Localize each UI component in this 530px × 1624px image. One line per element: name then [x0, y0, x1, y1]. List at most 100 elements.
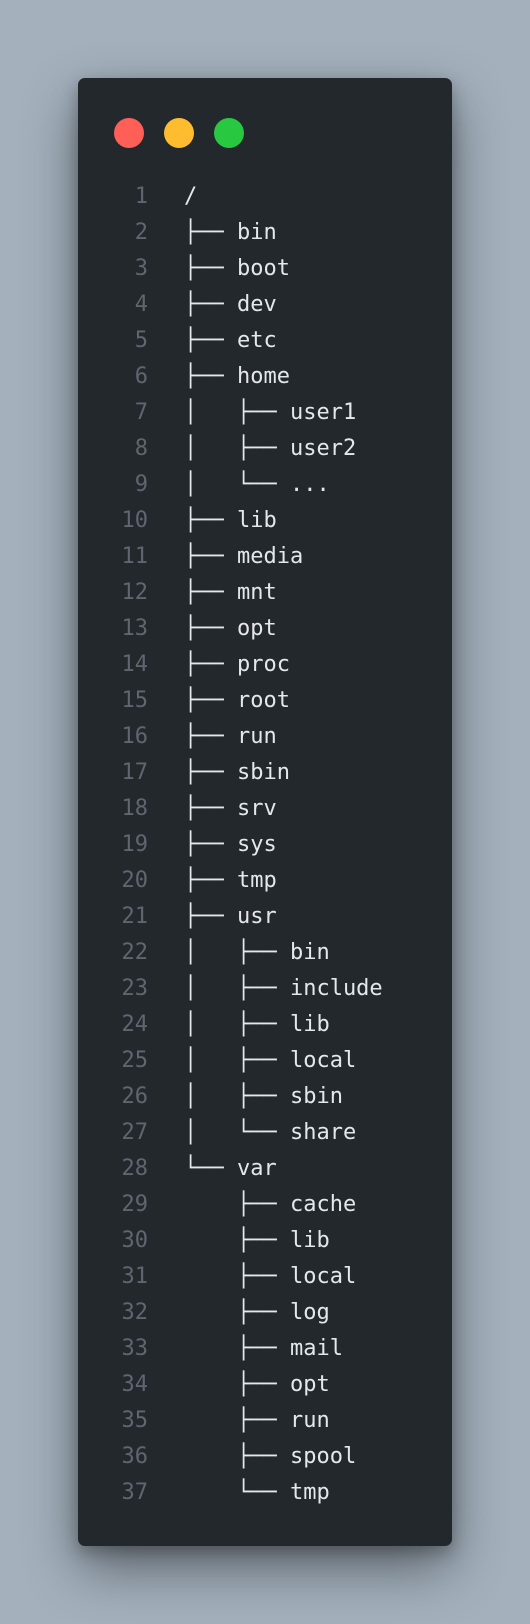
line-text: ├── cache [184, 1192, 357, 1217]
line-number: 24 [121, 1012, 149, 1037]
line-number: 14 [121, 652, 149, 677]
line-text: ├── root [184, 688, 290, 713]
code-line: 16 ├── run [78, 719, 452, 755]
minimize-button[interactable] [164, 118, 194, 148]
line-number: 16 [121, 724, 149, 749]
line-text: └── var [184, 1156, 277, 1181]
code-line: 29 ├── cache [78, 1187, 452, 1223]
code-line: 9 │ └── ... [78, 467, 452, 503]
code-line: 6 ├── home [78, 359, 452, 395]
line-text: ├── lib [184, 508, 277, 533]
line-number: 32 [121, 1300, 149, 1325]
code-line: 14 ├── proc [78, 647, 452, 683]
code-line: 23 │ ├── include [78, 971, 452, 1007]
code-line: 32 ├── log [78, 1295, 452, 1331]
code-line: 7 │ ├── user1 [78, 395, 452, 431]
line-number: 34 [121, 1372, 149, 1397]
code-line: 26 │ ├── sbin [78, 1079, 452, 1115]
line-number: 30 [121, 1228, 149, 1253]
line-number: 9 [134, 472, 148, 497]
code-line: 13 ├── opt [78, 611, 452, 647]
line-number: 37 [121, 1480, 149, 1505]
line-number: 3 [134, 256, 148, 281]
line-text: ├── tmp [184, 868, 277, 893]
line-number: 5 [134, 328, 148, 353]
code-line: 20 ├── tmp [78, 863, 452, 899]
line-text: │ ├── local [184, 1048, 357, 1073]
line-text: ├── boot [184, 256, 290, 281]
line-text: ├── proc [184, 652, 290, 677]
line-text: ├── srv [184, 796, 277, 821]
line-text: ├── opt [184, 1372, 330, 1397]
line-number: 17 [121, 760, 149, 785]
line-text: ├── log [184, 1300, 330, 1325]
line-number: 29 [121, 1192, 149, 1217]
line-number: 1 [134, 184, 148, 209]
line-number: 28 [121, 1156, 149, 1181]
line-text: ├── local [184, 1264, 357, 1289]
code-line: 2 ├── bin [78, 215, 452, 251]
line-text: │ ├── include [184, 976, 383, 1001]
line-text: ├── sbin [184, 760, 290, 785]
line-number: 13 [121, 616, 149, 641]
close-button[interactable] [114, 118, 144, 148]
code-window: 1/2 ├── bin 3 ├── boot 4├── dev 5 ├── etc 6 ├── … [78, 78, 452, 1546]
line-number: 15 [121, 688, 149, 713]
line-text: │ └── ... [184, 472, 330, 497]
line-number: 23 [121, 976, 149, 1001]
maximize-button[interactable] [214, 118, 244, 148]
line-number: 25 [121, 1048, 149, 1073]
window-controls [114, 118, 244, 148]
line-text: │ ├── lib [184, 1012, 330, 1037]
code-line: 27│ └── share [78, 1115, 452, 1151]
line-number: 26 [121, 1084, 149, 1109]
line-number: 19 [121, 832, 149, 857]
code-line: 36 ├── spool [78, 1439, 452, 1475]
line-text: ├── lib [184, 1228, 330, 1253]
line-number: 11 [121, 544, 149, 569]
code-line: 3 ├── boot [78, 251, 452, 287]
code-line: 17 ├── sbin [78, 755, 452, 791]
code-line: 31 ├── local [78, 1259, 452, 1295]
line-number: 2 [134, 220, 148, 245]
line-text: ├── spool [184, 1444, 357, 1469]
line-number: 6 [134, 364, 148, 389]
code-line: 19 ├── sys [78, 827, 452, 863]
code-block[interactable]: 1/2 ├── bin 3 ├── boot 4├── dev 5 ├── etc 6 ├── … [78, 179, 452, 1511]
code-line: 5 ├── etc [78, 323, 452, 359]
line-number: 36 [121, 1444, 149, 1469]
code-line: 4├── dev [78, 287, 452, 323]
code-line: 37 └── tmp [78, 1475, 452, 1511]
line-text: │ ├── bin [184, 940, 330, 965]
line-number: 10 [121, 508, 149, 533]
line-text: ├── opt [184, 616, 277, 641]
line-text: ├── bin [184, 220, 277, 245]
line-text: │ ├── user1 [184, 400, 357, 425]
code-line: 22│ ├── bin [78, 935, 452, 971]
line-text: └── tmp [184, 1480, 330, 1505]
line-text: ├── media [184, 544, 304, 569]
line-text: │ ├── sbin [184, 1084, 343, 1109]
code-line: 12 ├── mnt [78, 575, 452, 611]
line-number: 35 [121, 1408, 149, 1433]
line-number: 12 [121, 580, 149, 605]
code-line: 21├── usr [78, 899, 452, 935]
line-number: 20 [121, 868, 149, 893]
line-text: ├── sys [184, 832, 277, 857]
line-text: ├── etc [184, 328, 277, 353]
line-text: ├── home [184, 364, 290, 389]
code-line: 10 ├── lib [78, 503, 452, 539]
line-text: │ ├── user2 [184, 436, 357, 461]
code-line: 28 └── var [78, 1151, 452, 1187]
line-number: 7 [134, 400, 148, 425]
line-number: 33 [121, 1336, 149, 1361]
code-line: 24 │ ├── lib [78, 1007, 452, 1043]
code-line: 33 ├── mail [78, 1331, 452, 1367]
line-text: ├── mnt [184, 580, 277, 605]
code-line: 25 │ ├── local [78, 1043, 452, 1079]
line-number: 31 [121, 1264, 149, 1289]
code-line: 1/ [78, 179, 452, 215]
code-line: 34 ├── opt [78, 1367, 452, 1403]
line-number: 21 [121, 904, 149, 929]
line-text: ├── run [184, 724, 277, 749]
